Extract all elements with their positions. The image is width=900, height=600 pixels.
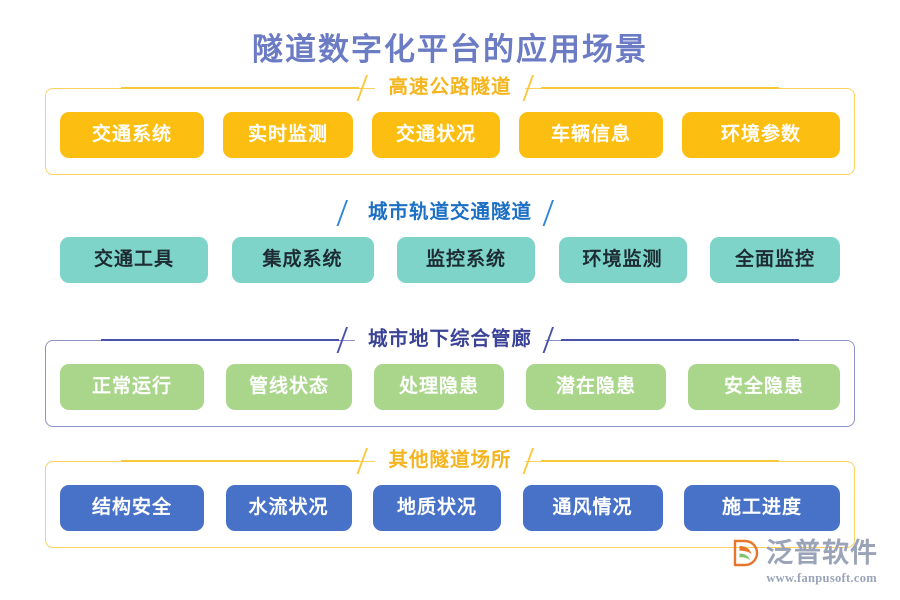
chip-item[interactable]: 全面监控 (710, 237, 840, 283)
header-slash-left-icon (339, 200, 355, 226)
chip-item[interactable]: 水流状况 (225, 485, 352, 531)
chip-item[interactable]: 环境参数 (682, 112, 840, 158)
section-header: 其他隧道场所 (45, 448, 855, 474)
header-rule-right (561, 339, 799, 341)
chip-row: 交通系统 实时监测 交通状况 车辆信息 环境参数 (60, 112, 840, 158)
section-urban-utility-tunnel: 城市地下综合管廊 正常运行 管线状态 处理隐患 潜在隐患 安全隐患 (45, 327, 855, 427)
header-rule-right (540, 460, 779, 462)
chip-item[interactable]: 交通状况 (372, 112, 500, 158)
section-header: 高速公路隧道 (45, 75, 855, 101)
chip-item[interactable]: 交通工具 (60, 237, 208, 283)
section-frame: 其他隧道场所 结构安全 水流状况 地质状况 通风情况 施工进度 (45, 448, 855, 548)
section-other-tunnel-sites: 其他隧道场所 结构安全 水流状况 地质状况 通风情况 施工进度 (45, 448, 855, 548)
chip-row: 交通工具 集成系统 监控系统 环境监测 全面监控 (60, 237, 840, 283)
chip-item[interactable]: 实时监测 (223, 112, 353, 158)
header-slash-right-icon (525, 75, 541, 101)
chip-item[interactable]: 安全隐患 (688, 364, 840, 410)
chip-item[interactable]: 监控系统 (397, 237, 535, 283)
header-rule-left (100, 339, 339, 341)
brand-name: 泛普软件 (766, 537, 878, 568)
chip-item[interactable]: 交通系统 (60, 112, 204, 158)
chip-item[interactable]: 结构安全 (60, 485, 204, 531)
chip-item[interactable]: 集成系统 (231, 237, 374, 283)
header-slash-right-icon (525, 448, 541, 474)
header-rule-right (540, 87, 779, 89)
chip-row: 结构安全 水流状况 地质状况 通风情况 施工进度 (60, 485, 840, 531)
section-urban-rail-transit-tunnel: 城市轨道交通隧道 交通工具 集成系统 监控系统 环境监测 全面监控 (45, 200, 855, 300)
header-slash-right-icon (545, 327, 561, 353)
chip-item[interactable]: 潜在隐患 (526, 364, 666, 410)
chip-item[interactable]: 管线状态 (226, 364, 352, 410)
chip-row: 正常运行 管线状态 处理隐患 潜在隐患 安全隐患 (60, 364, 840, 410)
section-header: 城市轨道交通隧道 (45, 200, 855, 226)
chip-item[interactable]: 处理隐患 (374, 364, 504, 410)
section-title: 城市地下综合管廊 (354, 327, 545, 353)
chip-item[interactable]: 施工进度 (684, 485, 840, 531)
brand-url: www.fanpusoft.com (766, 571, 877, 585)
section-title: 其他隧道场所 (375, 448, 525, 474)
brand-logo: 泛普软件 www.fanpusoft.com (731, 538, 878, 586)
section-header: 城市地下综合管廊 (45, 327, 855, 353)
chip-item[interactable]: 车辆信息 (519, 112, 663, 158)
header-slash-right-icon (545, 200, 561, 226)
section-title: 高速公路隧道 (375, 75, 525, 101)
header-slash-left-icon (359, 75, 375, 101)
header-rule-left (121, 87, 360, 89)
section-title: 城市轨道交通隧道 (354, 200, 545, 226)
header-rule-left (121, 460, 360, 462)
section-frame: 高速公路隧道 交通系统 实时监测 交通状况 车辆信息 环境参数 (45, 75, 855, 175)
chip-item[interactable]: 环境监测 (558, 237, 687, 283)
chip-item[interactable]: 正常运行 (60, 364, 204, 410)
chip-item[interactable]: 通风情况 (522, 485, 663, 531)
header-slash-left-icon (359, 448, 375, 474)
fanpu-swoosh-icon (731, 538, 761, 568)
section-highway-tunnel: 高速公路隧道 交通系统 实时监测 交通状况 车辆信息 环境参数 (45, 75, 855, 175)
page-title: 隧道数字化平台的应用场景 (252, 32, 648, 67)
header-slash-left-icon (339, 327, 355, 353)
chip-item[interactable]: 地质状况 (373, 485, 501, 531)
section-frame: 城市地下综合管廊 正常运行 管线状态 处理隐患 潜在隐患 安全隐患 (45, 327, 855, 427)
section-frame: 城市轨道交通隧道 交通工具 集成系统 监控系统 环境监测 全面监控 (45, 200, 855, 300)
